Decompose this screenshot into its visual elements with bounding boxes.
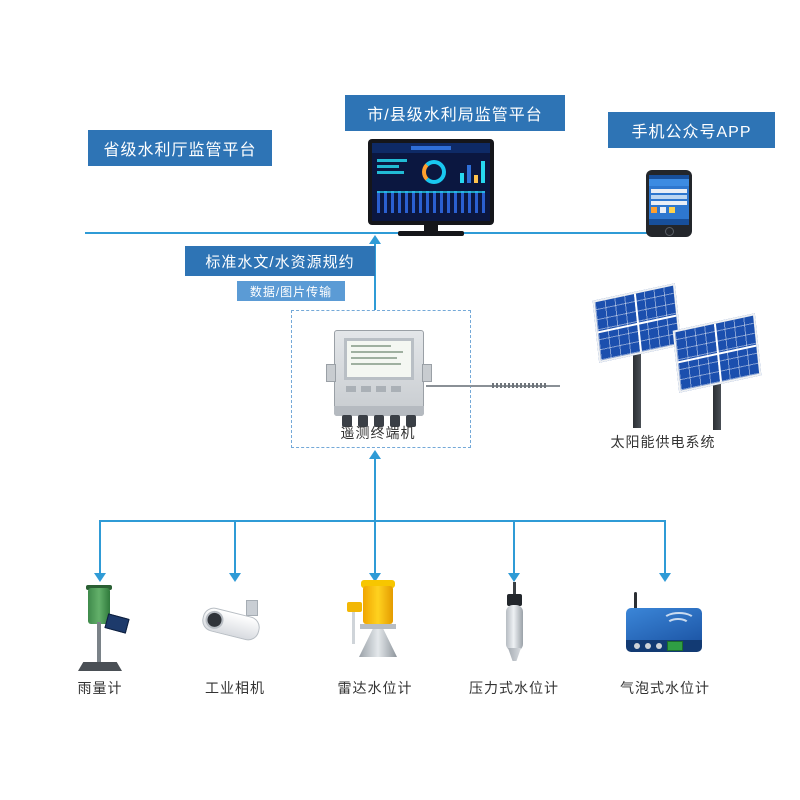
radar-flange (360, 624, 396, 629)
rain-gauge-cap (86, 585, 112, 590)
rtu-screen (344, 338, 414, 380)
industrial-camera-label: 工业相机 (205, 680, 265, 696)
arrow-down-pressure (508, 573, 520, 582)
protocol-box: 标准水文/水资源规约 (185, 246, 375, 276)
city-platform-box: 市/县级水利局监管平台 (345, 95, 565, 131)
dashboard-donut-chart (422, 160, 446, 184)
solar-pole-left (633, 348, 641, 428)
dashboard-left-chart (377, 159, 411, 177)
phone-app-screen (649, 175, 689, 225)
transmission-label: 数据/图片传输 (249, 284, 333, 299)
dashboard-screen (372, 143, 490, 221)
radar-level-gauge-device (347, 580, 403, 672)
bubble-level-gauge-device (622, 592, 710, 658)
rain-gauge-label: 雨量计 (77, 680, 123, 696)
rtu-buttons (346, 386, 412, 392)
rtu-uplink-line (374, 243, 376, 310)
drop-line-bubble (664, 521, 666, 574)
solar-panel-left (592, 283, 682, 363)
drop-line-radar (374, 521, 376, 574)
industrial-camera-device (198, 598, 272, 658)
phone-home-button (665, 227, 674, 236)
pressure-level-gauge-label: 压力式水位计 (469, 680, 559, 696)
drop-line-camera (234, 521, 236, 574)
rtu-label: 遥测终端机 (340, 425, 416, 441)
camera-bracket (246, 600, 258, 616)
pressure-sensor-cable (513, 582, 516, 596)
main-bus-line (85, 232, 688, 234)
bubble-level-gauge-label: 气泡式水位计 (620, 680, 710, 696)
radar-rod (352, 612, 355, 644)
solar-panel-right (672, 313, 762, 393)
radar-body (363, 586, 393, 624)
phone-status-bar (649, 175, 689, 179)
drop-line-rain (99, 521, 101, 574)
phone-nav-bar (649, 219, 689, 225)
rain-gauge-pole (97, 622, 101, 664)
dashboard-bottom-chart (377, 191, 485, 213)
monitor-stand (424, 225, 438, 233)
pressure-sensor-body (506, 605, 523, 651)
phone-app-icons (651, 207, 687, 213)
arrow-down-bubble (659, 573, 671, 582)
sensor-bus-line (99, 520, 666, 522)
radar-horn-antenna (359, 629, 397, 657)
arrow-down-rain (94, 573, 106, 582)
telemetry-terminal-device (326, 330, 432, 427)
camera-lens (203, 608, 226, 631)
arrow-up-rtu-to-platform (369, 235, 381, 244)
transmission-badge: 数据/图片传输 (237, 281, 345, 301)
bubble-gauge-body (626, 608, 702, 642)
provincial-platform-label: 省级水利厅监管平台 (103, 142, 257, 159)
rain-gauge-base (78, 662, 122, 671)
monitor-base (398, 231, 464, 236)
rtu-mount-tab-left (326, 364, 336, 382)
mobile-app-label: 手机公众号APP (631, 124, 752, 141)
arrow-up-sensors-to-rtu (369, 450, 381, 459)
radar-cap (361, 580, 395, 588)
solar-system-label: 太阳能供电系统 (610, 434, 716, 450)
rtu-cable-glands (342, 415, 418, 427)
arrow-down-camera (229, 573, 241, 582)
pressure-sensor-tip (508, 648, 521, 661)
solar-pole-right (713, 378, 721, 430)
rain-gauge-device (60, 585, 140, 673)
bubble-gauge-front-panel (626, 640, 702, 652)
monitor (368, 139, 494, 225)
dashboard-bar-chart (460, 156, 486, 183)
provincial-platform-box: 省级水利厅监管平台 (88, 130, 272, 166)
pressure-level-gauge-device (498, 582, 532, 672)
mobile-app-box: 手机公众号APP (608, 112, 775, 148)
rain-gauge-solar-panel (104, 613, 130, 634)
drop-line-pressure (513, 521, 515, 574)
rtu-group-outline (291, 310, 471, 448)
rtu-antenna-coil (492, 383, 548, 388)
protocol-label: 标准水文/水资源规约 (205, 253, 355, 271)
arrow-down-radar (369, 573, 381, 582)
sensor-uplink-line (374, 458, 376, 521)
rtu-mount-tab-right (422, 364, 432, 382)
bubble-gauge-antenna (634, 592, 637, 610)
dashboard-title-bar (411, 146, 451, 150)
pressure-sensor-cap (507, 594, 522, 606)
smartphone (646, 170, 692, 237)
rtu-bottom-strip (334, 406, 424, 416)
city-platform-label: 市/县级水利局监管平台 (367, 107, 543, 124)
radar-level-gauge-label: 雷达水位计 (337, 680, 413, 696)
solar-power-system (583, 272, 783, 457)
radar-side-arm (347, 602, 362, 612)
rain-gauge-cylinder (88, 588, 110, 624)
phone-app-header (649, 179, 689, 186)
